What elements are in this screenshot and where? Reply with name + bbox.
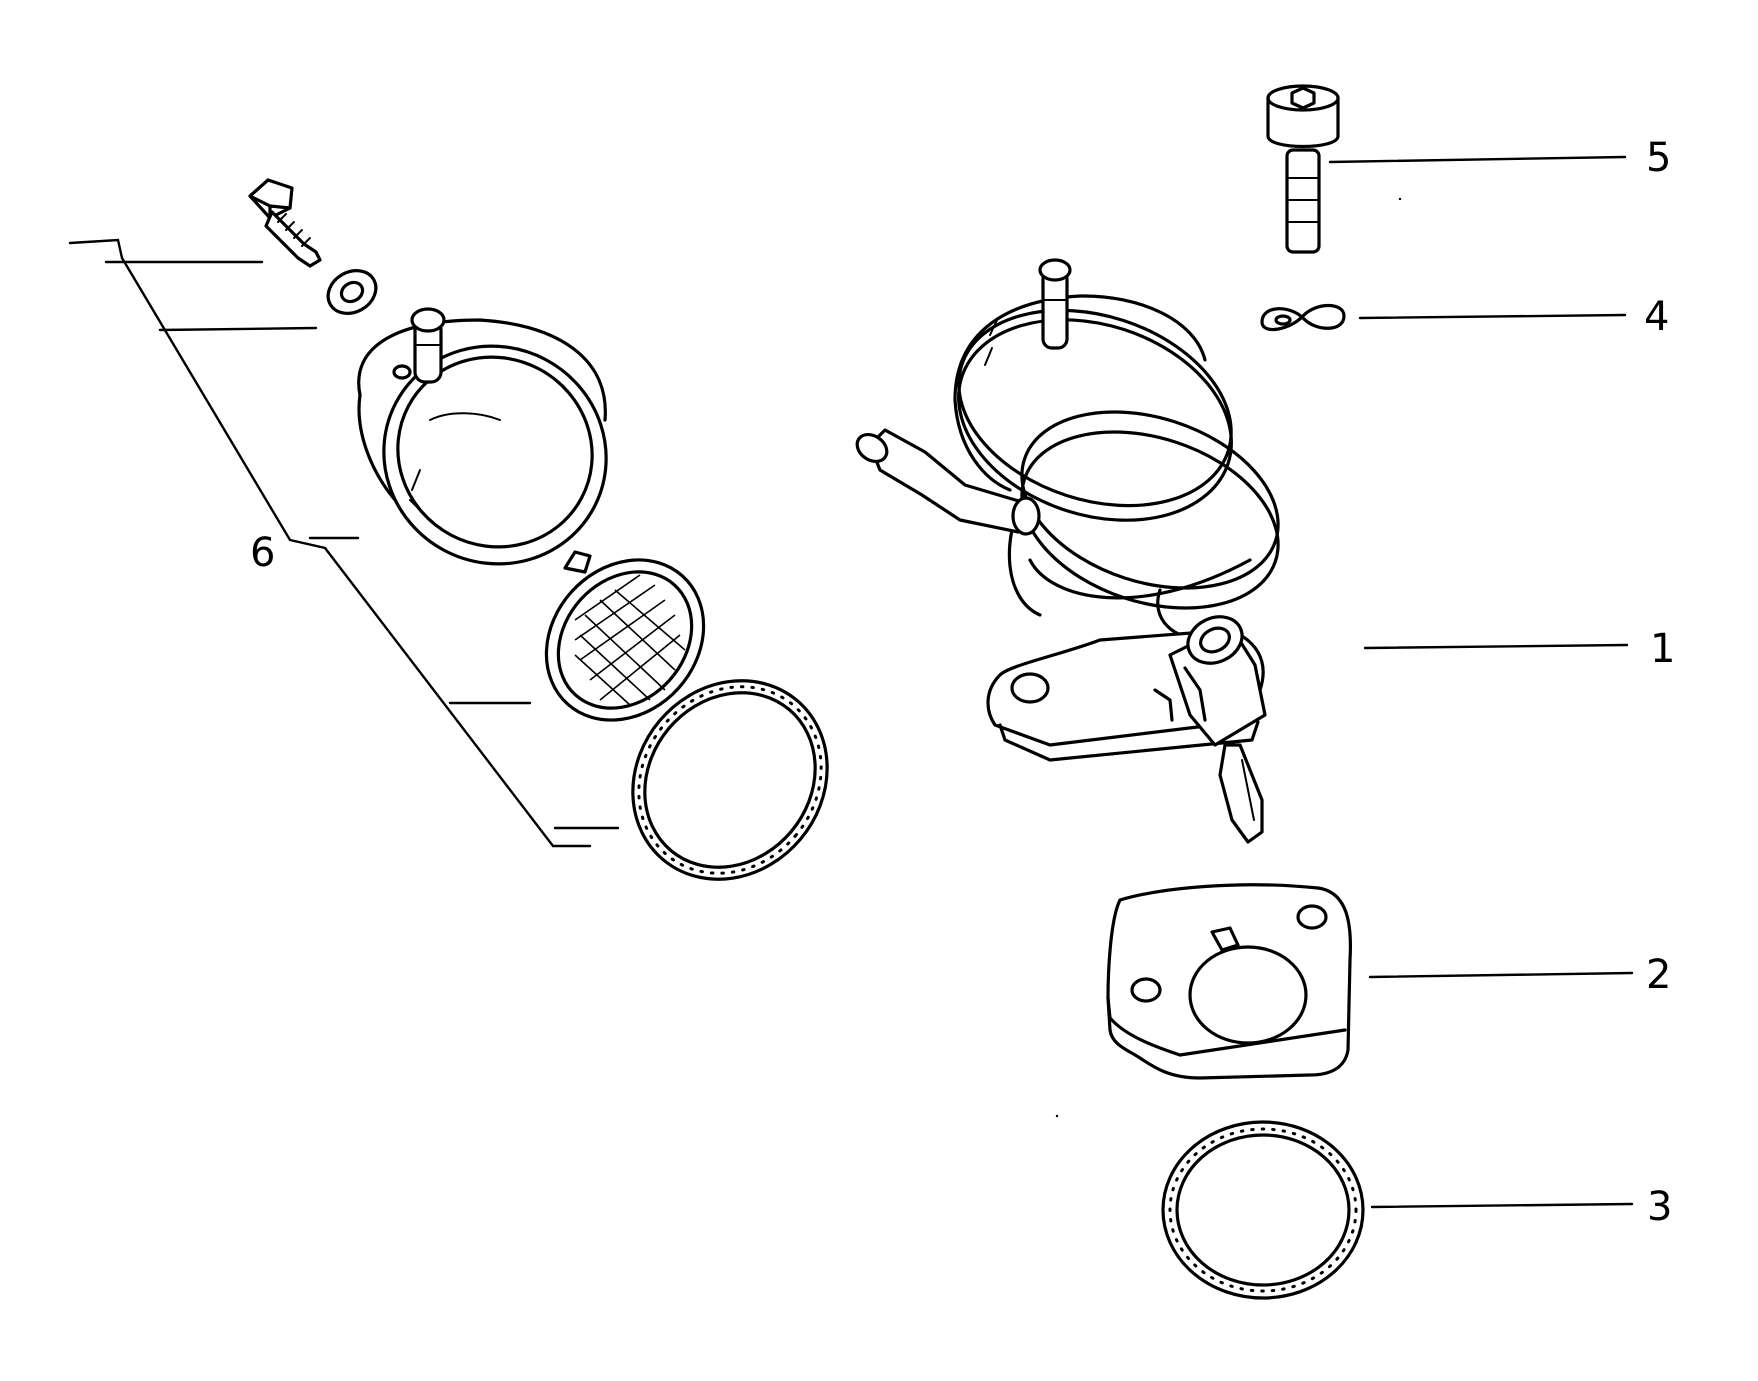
callout-3: 3 (1647, 1184, 1672, 1230)
mounting-bolt (1266, 84, 1340, 254)
callout-4: 4 (1644, 294, 1669, 340)
pump-flange-gasket (1106, 883, 1352, 1080)
cover-screw (248, 178, 322, 268)
callout-1: 1 (1650, 626, 1675, 672)
callout-5: 5 (1646, 135, 1671, 181)
cover-washer (326, 269, 378, 315)
callout-6: 6 (250, 530, 275, 576)
pump-seal-ring (1161, 1120, 1365, 1300)
spring-washer (1260, 303, 1346, 332)
group-6-bracket (68, 238, 620, 848)
cover-gasket (631, 679, 829, 881)
leader-lines (1328, 155, 1634, 1209)
callout-2: 2 (1646, 952, 1671, 998)
pump-cover (357, 307, 608, 566)
fuel-pump-body (855, 258, 1280, 844)
fuel-filter-screen (544, 550, 706, 722)
